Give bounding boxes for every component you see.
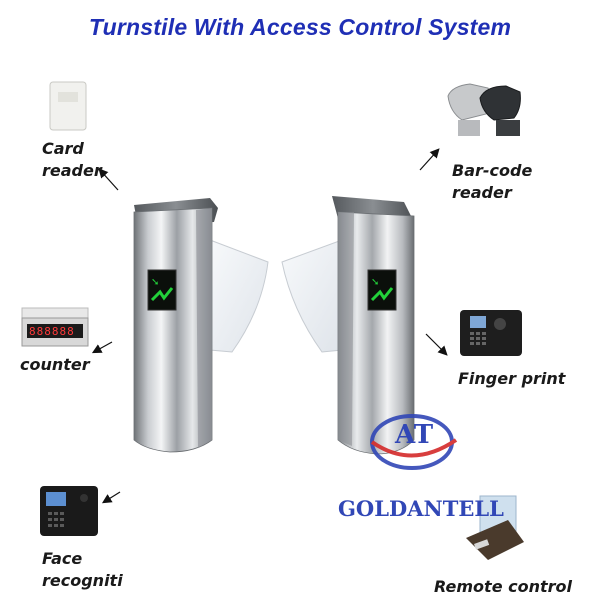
label-remote-control: Remote control <box>434 577 572 596</box>
watermark-logo <box>370 414 458 470</box>
remote-control-device-icon <box>466 495 524 560</box>
arrow-fingerprint <box>425 333 448 356</box>
face-recognition-device-icon <box>40 486 98 536</box>
label-face-recognition: Face recogniti <box>42 549 123 590</box>
check-icon <box>150 287 174 302</box>
counter-device-icon: 888888 <box>21 307 89 347</box>
page-title: Turnstile With Access Control System <box>88 14 512 40</box>
turnstile-left: ➘ <box>133 198 269 453</box>
label-barcode-reader: Bar-code reader <box>452 161 533 202</box>
label-counter: counter <box>20 355 90 374</box>
arrow-card-reader <box>98 168 119 191</box>
label-finger-print: Finger print <box>458 369 566 388</box>
connector-arrows <box>91 148 448 504</box>
arrow-counter <box>91 341 113 354</box>
arrow-face <box>101 491 121 504</box>
arrow-barcode <box>419 148 440 171</box>
counter-display: 888888 <box>29 325 75 338</box>
watermark-brand: GOLDANTELL <box>338 496 504 521</box>
barcode-reader-icon <box>447 83 521 136</box>
arrow-icon: ➘ <box>371 277 379 288</box>
fingerprint-device-icon <box>460 310 522 356</box>
card-reader-icon <box>49 81 87 131</box>
watermark-mark: AT <box>395 420 434 450</box>
label-card-reader: Card reader <box>42 139 102 180</box>
turnstile-right: ➘ <box>281 196 415 455</box>
arrow-icon: ➘ <box>151 277 159 288</box>
check-icon <box>370 287 394 302</box>
